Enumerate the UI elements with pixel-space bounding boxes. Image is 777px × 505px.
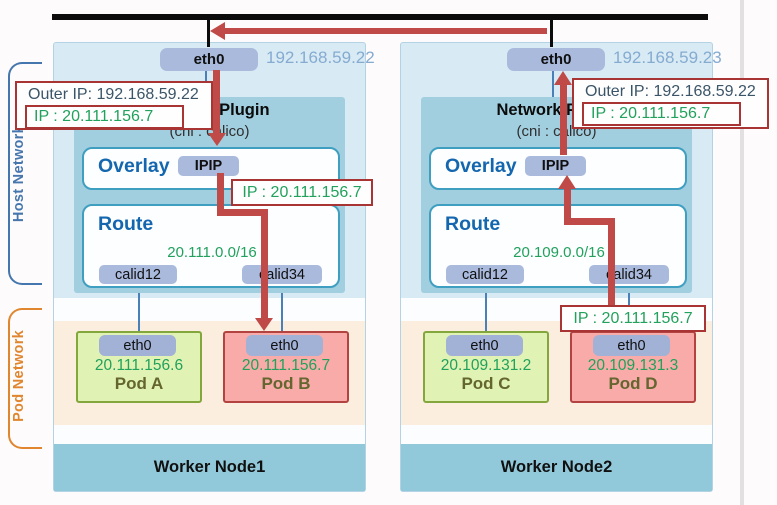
- node1-calid12-badge: calid12: [99, 265, 177, 284]
- node1-eth0-badge: eth0: [160, 48, 258, 71]
- node1-route-cidr: 20.111.0.0/16: [167, 244, 257, 261]
- node1-route-title: Route: [98, 213, 154, 235]
- node2-podd-to-ipip-segment2: [564, 218, 615, 225]
- node2-ipip-badge: IPIP: [525, 156, 586, 176]
- pod-c-box: eth0 20.109.131.2 Pod C: [423, 331, 549, 403]
- node1-ipip-to-podb-segment2: [217, 209, 268, 216]
- node2-podc-link-line: [485, 284, 487, 334]
- node1-gap-band2: [54, 425, 365, 444]
- node2-overlay-title: Overlay: [445, 155, 517, 177]
- node2-host-ip: 192.168.59.23: [613, 48, 722, 67]
- pod-a-ip: 20.111.156.6: [94, 357, 184, 374]
- node2-outer-ip-text: Outer IP: 192.168.59.22: [585, 83, 756, 100]
- pod-a-eth0-badge: eth0: [99, 335, 176, 356]
- node1-podb-link-line: [281, 284, 283, 334]
- node1-ipip-badge: IPIP: [178, 156, 239, 176]
- node1-host-ip: 192.168.59.22: [266, 48, 375, 67]
- worker-node1-box: Worker Node1 eth0 192.168.59.22 Network …: [53, 42, 375, 492]
- node2-uplink-line: [550, 19, 553, 47]
- pod-d-eth0-badge: eth0: [593, 335, 670, 356]
- node2-calid34-badge: calid34: [589, 265, 669, 284]
- node1-ipip-to-podb-segment3: [261, 209, 268, 318]
- pod-b-arrowhead: [255, 318, 273, 331]
- packet-flow-node2-to-node1-line: [225, 28, 547, 34]
- node1-ipip-to-podb-segment1: [217, 173, 224, 216]
- host-network-label: Host Network: [11, 125, 27, 223]
- node2-ipip-to-eth0-line: [560, 84, 567, 155]
- pod-c-eth0-badge: eth0: [446, 335, 523, 356]
- node1-inner-ip-box: IP : 20.111.156.7: [25, 105, 184, 129]
- worker-node2-box: Worker Node2 eth0 192.168.59.23 Network …: [400, 42, 722, 492]
- node1-overlay-title: Overlay: [98, 155, 170, 177]
- node2-encapsulation-callout: Outer IP: 192.168.59.22 IP : 20.111.156.…: [572, 78, 769, 129]
- pod-network-label: Pod Network: [11, 330, 27, 422]
- pod-network-bracket: [8, 308, 42, 449]
- pod-b-name: Pod B: [261, 374, 311, 393]
- pod-b-eth0-badge: eth0: [246, 335, 323, 356]
- node1-ipip-ip-callout: IP : 20.111.156.7: [231, 179, 373, 206]
- pod-a-box: eth0 20.111.156.6 Pod A: [76, 331, 202, 403]
- pod-d-box: eth0 20.109.131.3 Pod D: [570, 331, 696, 403]
- node2-route-cidr: 20.109.0.0/16: [513, 244, 605, 261]
- node1-calid34-badge: calid34: [242, 265, 322, 284]
- pod-d-name: Pod D: [608, 374, 658, 393]
- node2-eth0-label: eth0: [540, 51, 572, 68]
- slide-edge-divider: [740, 0, 744, 505]
- node1-poda-link-line: [138, 284, 140, 334]
- node1-eth0-to-ipip-line: [213, 70, 220, 133]
- node1-outer-ip-text: Outer IP: 192.168.59.22: [28, 86, 199, 103]
- node2-podd-to-ipip-segment3: [608, 218, 615, 332]
- node2-inner-ip-box: IP : 20.111.156.7: [582, 102, 741, 126]
- node2-calid12-badge: calid12: [446, 265, 524, 284]
- pod-b-ip: 20.111.156.7: [241, 357, 331, 374]
- pod-d-ip-callout: IP : 20.111.156.7: [560, 305, 706, 332]
- node1-uplink-line: [207, 19, 210, 47]
- pod-a-name: Pod A: [114, 374, 164, 393]
- node2-podd-to-ipip-segment1: [564, 188, 571, 225]
- node2-title-band: Worker Node2: [401, 444, 712, 491]
- node1-gap-band: [54, 298, 365, 321]
- node1-encapsulation-callout: Outer IP: 192.168.59.22 IP : 20.111.156.…: [15, 81, 213, 130]
- pod-d-ip: 20.109.131.3: [587, 357, 679, 374]
- node2-eth0-badge: eth0: [507, 48, 605, 71]
- pod-c-name: Pod C: [461, 374, 511, 393]
- node1-title: Worker Node1: [153, 458, 266, 476]
- network-backbone-bar: [52, 14, 708, 20]
- node2-ipip-arrowhead: [558, 175, 576, 189]
- host-network-bracket: [8, 62, 42, 285]
- node2-gap-band2: [401, 425, 712, 444]
- node2-eth0-arrowhead: [554, 71, 572, 85]
- node2-ipip-label: IPIP: [541, 158, 570, 174]
- node1-title-band: Worker Node1: [54, 444, 365, 491]
- node2-route-title: Route: [445, 213, 501, 235]
- pod-b-box: eth0 20.111.156.7 Pod B: [223, 331, 349, 403]
- node2-title: Worker Node2: [500, 458, 613, 476]
- packet-flow-left-arrowhead: [210, 22, 225, 40]
- node1-eth0-label: eth0: [193, 51, 225, 68]
- node1-ipip-arrowhead: [208, 133, 226, 146]
- pod-c-ip: 20.109.131.2: [440, 357, 532, 374]
- node1-ipip-label: IPIP: [194, 158, 223, 174]
